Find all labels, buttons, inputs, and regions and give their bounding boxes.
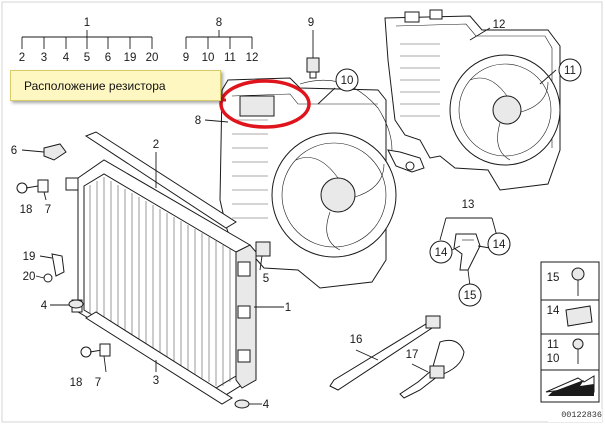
callout-20: 20 [23, 271, 36, 283]
callout-14-right: 14 [493, 239, 506, 251]
callout-18-top: 18 [20, 204, 33, 216]
seal-strip-bottom [85, 311, 233, 405]
callout-13: 13 [462, 199, 475, 211]
legend-box: 15 14 11 10 [540, 261, 600, 403]
callout-1: 1 [285, 302, 291, 314]
callout-6: 6 [11, 145, 17, 157]
group-8-item: 11 [224, 52, 236, 64]
group-1-item: 4 [63, 52, 70, 64]
callout-14-left: 14 [435, 247, 448, 259]
callout-17: 17 [406, 349, 419, 361]
callout-circle [558, 58, 582, 82]
cable-clip [399, 339, 465, 399]
group-8-top-label: 8 [216, 17, 222, 29]
callout-18-bottom: 18 [70, 377, 83, 389]
callout-7-bottom: 7 [95, 377, 101, 389]
group-8-item: 12 [246, 52, 259, 64]
group-1-item: 2 [19, 52, 25, 64]
callout-3: 3 [153, 375, 159, 387]
callout-labels: 9 10 8 12 11 6 2 18 7 19 20 4 5 1 18 7 3… [11, 17, 576, 411]
group-1-item: 19 [124, 52, 137, 64]
callout-8: 8 [195, 115, 201, 127]
group-1-item: 5 [84, 52, 90, 64]
bracket-parts [453, 233, 481, 271]
legend-item: 11 [547, 339, 559, 351]
mount-parts-left [16, 143, 271, 409]
group-1-top-label: 1 [84, 17, 90, 29]
callout-9: 9 [308, 17, 314, 29]
radiator [65, 159, 257, 397]
callout-circle [429, 240, 453, 264]
leader-lines [21, 27, 557, 405]
seal-strip-top [84, 131, 237, 229]
resistor-location-note: Расположение резистора [10, 70, 221, 101]
callout-5: 5 [263, 273, 269, 285]
resistor-highlight-ellipse [219, 79, 311, 129]
fan-shroud-rear [384, 9, 561, 191]
fan-shroud-front [219, 57, 425, 289]
callout-7-top: 7 [45, 204, 51, 216]
legend-item: 15 [547, 272, 560, 284]
group-1-item: 6 [105, 52, 111, 64]
callout-4-top: 4 [41, 300, 48, 312]
legend-item: 10 [547, 353, 560, 365]
catalog-number: 00122836 [548, 409, 602, 422]
callout-circle [335, 68, 359, 92]
group-1-item: 20 [146, 52, 159, 64]
callout-2: 2 [153, 139, 159, 151]
callout-16: 16 [350, 334, 363, 346]
callout-4-bottom: 4 [263, 399, 270, 411]
callout-12: 12 [493, 19, 506, 31]
callout-markers [335, 58, 582, 307]
callout-15: 15 [464, 290, 477, 302]
cable-tie [329, 315, 441, 391]
callout-11: 11 [564, 65, 576, 77]
callout-circle [458, 283, 482, 307]
group-1-header: 1 2 3 4 5 6 19 20 [19, 17, 159, 64]
group-1-item: 3 [41, 52, 47, 64]
group-8-item: 10 [202, 52, 215, 64]
callout-10: 10 [341, 75, 354, 87]
callout-circle [487, 232, 511, 256]
legend-item: 14 [547, 305, 560, 317]
callout-19: 19 [23, 251, 36, 263]
group-8-item: 9 [183, 52, 189, 64]
group-8-header: 8 9 10 11 12 [183, 17, 259, 64]
